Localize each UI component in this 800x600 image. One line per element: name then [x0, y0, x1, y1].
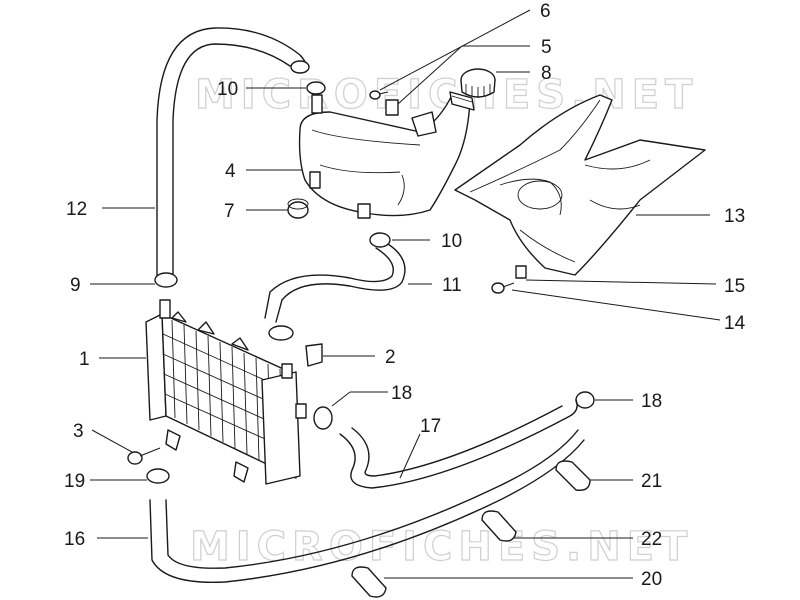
- part-9-clamp-left: [154, 272, 178, 288]
- callout-10-top: 10: [217, 79, 238, 100]
- callout-8: 8: [541, 63, 552, 84]
- callout-4: 4: [225, 161, 236, 182]
- callout-18-left: 18: [391, 383, 412, 404]
- part-9-clamp-right: [268, 325, 294, 341]
- callout-13: 13: [724, 206, 745, 227]
- callout-12: 12: [66, 199, 87, 220]
- callout-15: 15: [724, 276, 745, 297]
- callout-3: 3: [73, 421, 84, 442]
- callout-2: 2: [385, 347, 396, 368]
- callout-9: 9: [70, 275, 81, 296]
- part-6-screw: [369, 90, 389, 100]
- callout-6: 6: [540, 1, 551, 22]
- part-18-clamp-left: [313, 406, 333, 430]
- part-3-screw: [127, 447, 161, 465]
- callout-5: 5: [541, 37, 552, 58]
- part-17-hose: [339, 399, 578, 489]
- part-8-filler-cap: [460, 68, 496, 98]
- watermark-bottom: MICROFICHES.NET: [190, 524, 693, 570]
- part-10-clamp-top: [306, 81, 326, 95]
- part-18-clamp-right: [575, 391, 595, 409]
- part-12-upper-hose: [156, 27, 310, 283]
- callout-11: 11: [442, 275, 462, 296]
- callout-7: 7: [224, 201, 235, 222]
- callout-20: 20: [641, 569, 662, 590]
- part-14-screw: [491, 282, 515, 294]
- callout-10-lower: 10: [441, 231, 462, 252]
- callout-numbers: 6 5 8 10 4 12 7 13 10 9 11 15 14 1 2 18 …: [64, 1, 746, 590]
- callout-21: 21: [641, 471, 662, 492]
- part-2-clip: [305, 343, 323, 367]
- part-10-clamp-lower: [369, 232, 391, 248]
- callout-17: 17: [420, 416, 441, 437]
- callout-16: 16: [64, 529, 85, 550]
- part-5-clip: [385, 99, 399, 116]
- callout-19: 19: [64, 471, 85, 492]
- callout-1: 1: [79, 349, 90, 370]
- leader-lines: [90, 9, 721, 579]
- part-16-hose: [149, 429, 585, 584]
- part-21-holder: [555, 460, 591, 491]
- part-15-clip: [515, 265, 527, 279]
- part-1-radiator: [145, 299, 307, 485]
- part-22-holder: [481, 510, 517, 542]
- part-4-expansion-tank: [298, 91, 475, 219]
- part-11-hose: [264, 243, 406, 323]
- part-20-holder: [351, 566, 387, 598]
- callout-14: 14: [724, 313, 746, 334]
- part-7-grommet: [287, 198, 309, 219]
- part-13-fan-shroud: [454, 94, 706, 276]
- callout-18-right: 18: [641, 391, 662, 412]
- callout-22: 22: [641, 529, 662, 550]
- part-19-clamp: [146, 468, 170, 484]
